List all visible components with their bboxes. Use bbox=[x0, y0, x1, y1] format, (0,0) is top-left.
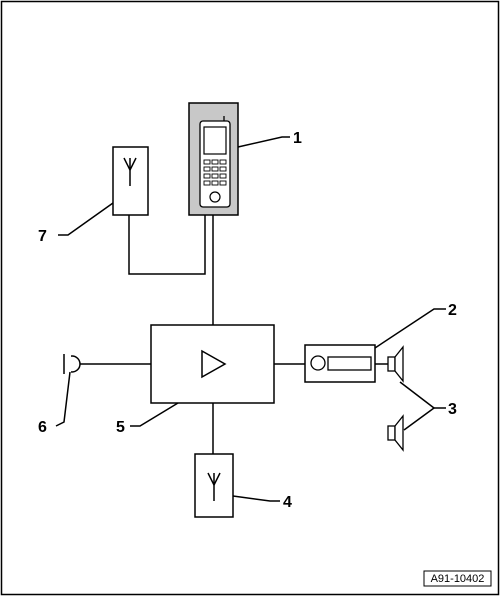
callout-3: 3 bbox=[448, 401, 457, 418]
callout-6: 6 bbox=[38, 419, 47, 436]
radio-display bbox=[327, 356, 372, 371]
speaker-icon bbox=[387, 345, 404, 383]
radio-knob-icon bbox=[310, 355, 326, 371]
callout-5: 5 bbox=[116, 419, 125, 436]
callout-4: 4 bbox=[283, 494, 292, 511]
amplifier-unit: 5 bbox=[116, 324, 275, 436]
antenna-lower: 4 bbox=[194, 453, 292, 518]
callout-7: 7 bbox=[38, 228, 47, 245]
figure-reference-label: A91-10402 bbox=[431, 573, 485, 585]
connection-wires bbox=[76, 215, 305, 454]
antenna-icon bbox=[207, 472, 221, 501]
figure-reference: A91-10402 bbox=[423, 570, 492, 587]
callout-1: 1 bbox=[293, 130, 302, 147]
antenna-icon bbox=[123, 157, 137, 186]
mobile-phone-icon bbox=[199, 116, 231, 208]
microphone-icon bbox=[62, 354, 81, 374]
speaker-icon bbox=[387, 414, 404, 452]
radio-unit: 2 bbox=[304, 302, 457, 383]
antenna-upper: 7 bbox=[38, 146, 149, 245]
amplifier-triangle-icon bbox=[201, 349, 227, 379]
phone-cradle: 1 bbox=[188, 102, 302, 216]
callout-2: 2 bbox=[448, 302, 457, 319]
microphone: 6 bbox=[38, 354, 81, 436]
speakers: 3 bbox=[375, 345, 457, 452]
